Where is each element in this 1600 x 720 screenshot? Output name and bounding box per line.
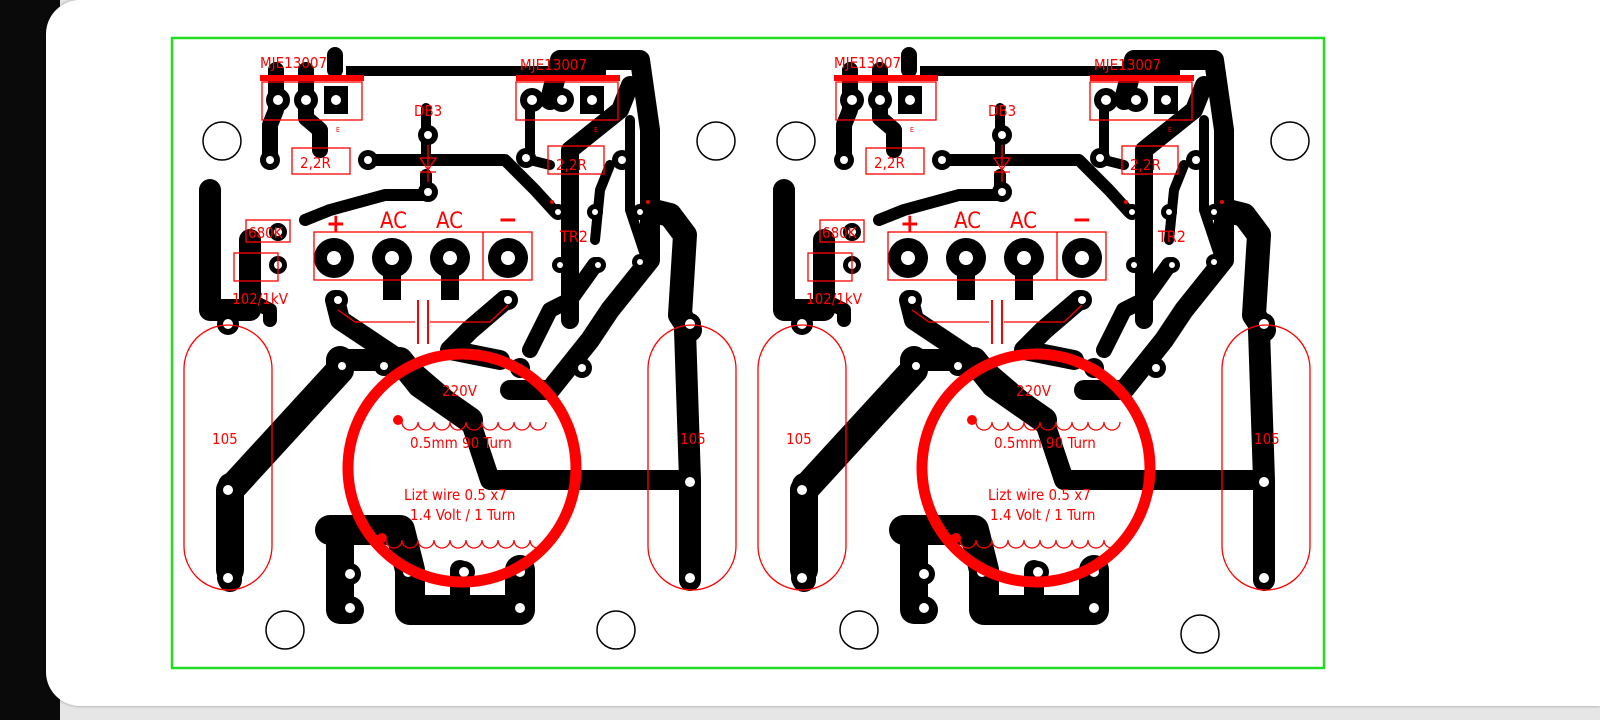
primary-voltage-label: 220V <box>442 382 478 400</box>
mounting-hole-icon <box>202 121 242 161</box>
mounting-hole-icon <box>265 610 305 650</box>
resistor-r1-label: 2,2R <box>874 154 905 172</box>
pcb-module-right: MJE13007 MJE13007 DB3 2,2R 2,2R 680K 102… <box>758 54 1310 654</box>
film-capacitor-right-label: 105 <box>1254 430 1280 448</box>
capacitor-102-label: 102/1kV <box>806 290 863 308</box>
mounting-hole-icon <box>776 121 816 161</box>
primary-voltage-label: 220V <box>1016 382 1052 400</box>
bridge-plus-label: + <box>326 209 346 239</box>
capacitor-102-label: 102/1kV <box>232 290 289 308</box>
bridge-minus-label: − <box>1072 205 1092 235</box>
resistor-r2-label: 2,2R <box>1130 156 1161 174</box>
film-capacitor-right-label: 105 <box>680 430 706 448</box>
mounting-hole-icon <box>839 610 879 650</box>
bridge-ac1-label: AC <box>954 209 981 234</box>
transistor-q2-label: MJE13007 <box>1094 56 1161 74</box>
secondary-ratio-label: 1.4 Volt / 1 Turn <box>990 506 1095 524</box>
primary-winding-label: 0.5mm 90 Turn <box>994 434 1096 452</box>
board-outline <box>170 36 1326 670</box>
diac-label: DB3 <box>414 102 442 120</box>
bridge-plus-label: + <box>900 209 920 239</box>
mounting-hole-icon <box>696 121 736 161</box>
mounting-hole-icon <box>596 610 636 650</box>
emitter-mark-2: E <box>594 126 598 134</box>
emitter-mark-2: E <box>1168 126 1172 134</box>
bridge-ac2-label: AC <box>1010 209 1037 234</box>
emitter-mark-1: E <box>910 126 914 134</box>
secondary-wire-label: Lizt wire 0.5 x7 <box>404 486 507 504</box>
diac-label: DB3 <box>988 102 1016 120</box>
transistor-q1-label: MJE13007 <box>834 54 901 72</box>
pcb-module-left: MJE13007 MJE13007 DB3 2,2R 2,2R 680K 102… <box>184 54 736 650</box>
emitter-mark-1: E <box>336 126 340 134</box>
mounting-hole-icon <box>1270 121 1310 161</box>
bridge-minus-label: − <box>498 205 518 235</box>
secondary-wire-label: Lizt wire 0.5 x7 <box>988 486 1091 504</box>
film-capacitor-left-label: 105 <box>212 430 238 448</box>
resistor-680k-label: 680K <box>248 224 284 242</box>
transformer-label: TR2 <box>1157 227 1186 246</box>
bridge-ac2-label: AC <box>436 209 463 234</box>
film-capacitor-left-label: 105 <box>786 430 812 448</box>
primary-winding-label: 0.5mm 90 Turn <box>410 434 512 452</box>
mounting-hole-icon <box>1180 614 1220 654</box>
transistor-q2-label: MJE13007 <box>520 56 587 74</box>
bridge-ac1-label: AC <box>380 209 407 234</box>
resistor-r2-label: 2,2R <box>556 156 587 174</box>
resistor-r1-label: 2,2R <box>300 154 331 172</box>
secondary-ratio-label: 1.4 Volt / 1 Turn <box>410 506 515 524</box>
resistor-680k-label: 680K <box>822 224 858 242</box>
transformer-label: TR2 <box>559 227 588 246</box>
transistor-q1-label: MJE13007 <box>260 54 327 72</box>
